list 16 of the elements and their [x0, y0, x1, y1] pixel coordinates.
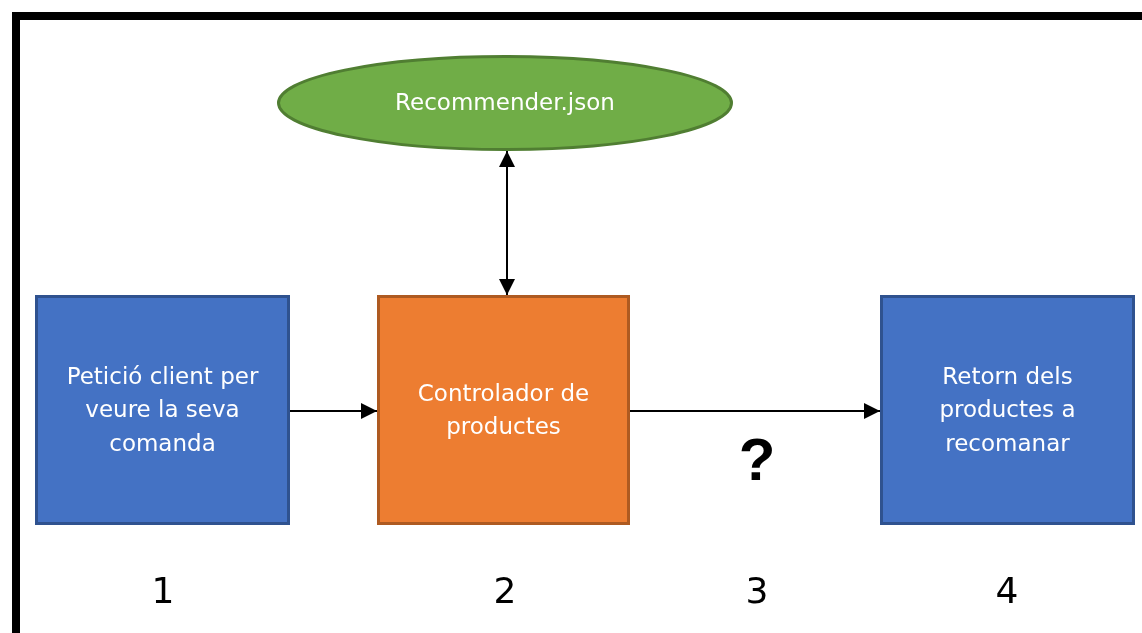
arrow [289, 403, 378, 419]
step-number: 1 [151, 570, 175, 611]
process-box [35, 295, 290, 525]
node-text: Retorn dels productes a recomanar [938, 362, 1077, 458]
step-number: 2 [493, 570, 517, 611]
step-number: 4 [995, 570, 1019, 611]
node-text: Controlador de productes [416, 378, 591, 441]
process-box [377, 295, 630, 525]
data-ellipse [277, 55, 733, 151]
node-text: Recommender.json [394, 88, 616, 118]
step-number: 3 [745, 570, 769, 611]
arrow [499, 150, 515, 296]
question-mark: ? [738, 425, 776, 494]
arrow [629, 403, 881, 419]
process-box [880, 295, 1135, 525]
node-text: Petició client per veure la seva comanda [65, 362, 260, 458]
